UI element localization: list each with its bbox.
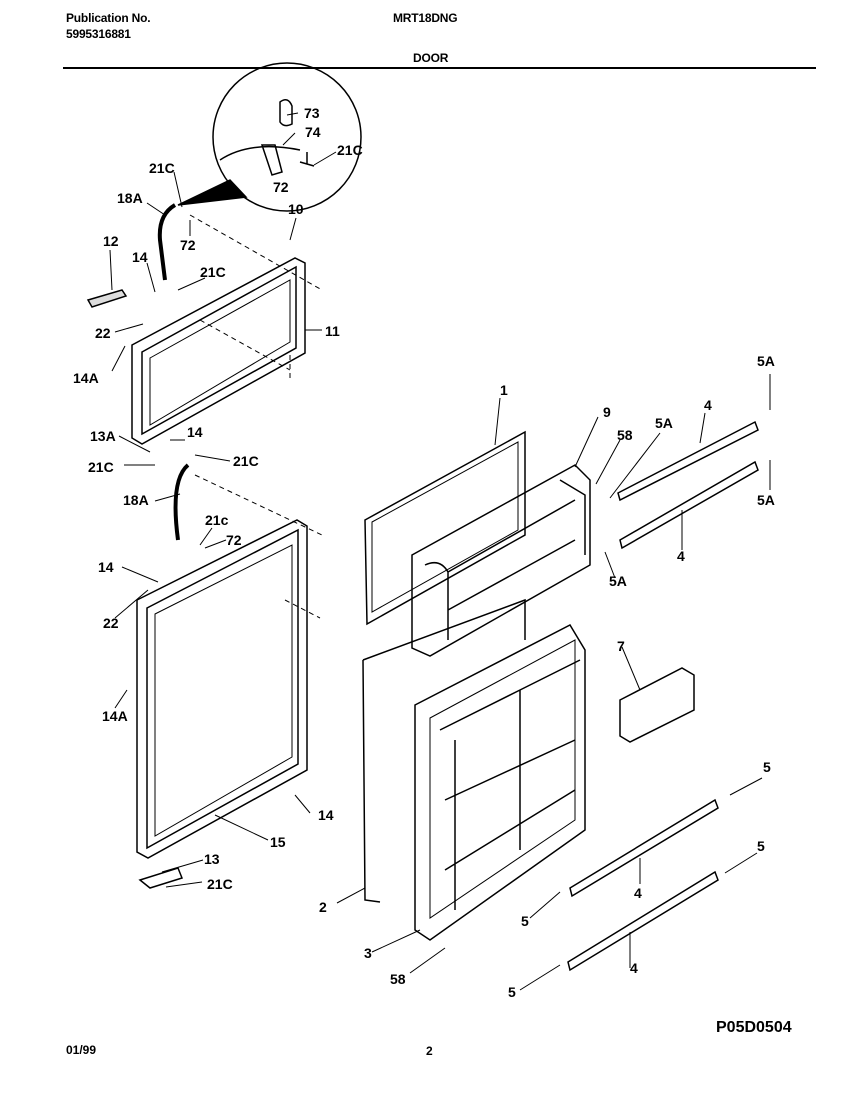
callout-10: 10 [288, 201, 304, 217]
callout-72-upper: 72 [180, 237, 196, 253]
callout-5-c: 5 [521, 913, 529, 929]
callout-58-lower: 58 [390, 971, 406, 987]
callout-72-detail: 72 [273, 179, 289, 195]
footer-page-number: 2 [426, 1044, 433, 1058]
callout-14-upper: 14 [132, 249, 148, 265]
callout-2: 2 [319, 899, 327, 915]
fresh-food-door-assembly [362, 598, 586, 941]
callout-21C-mid: 21C [200, 264, 226, 280]
callout-7: 7 [617, 638, 625, 654]
callout-13: 13 [204, 851, 220, 867]
diagram-artwork [86, 62, 759, 972]
callout-21C-detail: 21C [337, 142, 363, 158]
callout-58-upper: 58 [617, 427, 633, 443]
fresh-food-door-frame [136, 519, 308, 859]
publication-number: 5995316881 [66, 27, 131, 41]
freezer-door-frame [131, 257, 306, 445]
callout-3: 3 [364, 945, 372, 961]
callout-21C-upper: 21C [149, 160, 175, 176]
footer-date: 01/99 [66, 1043, 97, 1057]
header-rule [63, 67, 816, 69]
callout-5-b: 5 [757, 838, 765, 854]
callout-5A-b: 5A [757, 353, 775, 369]
callout-5-d: 5 [508, 984, 516, 1000]
callout-18A-upper: 18A [117, 190, 143, 206]
callout-74: 74 [305, 124, 321, 140]
callout-4-d: 4 [630, 960, 638, 976]
callout-13A: 13A [90, 428, 116, 444]
callout-labels: 73 74 21C 72 21C 18A 72 10 12 14 21C 11 … [73, 105, 775, 1000]
callout-21C-bottom: 21C [207, 876, 233, 892]
callout-5A-c: 5A [757, 492, 775, 508]
callout-22-upper: 22 [95, 325, 111, 341]
callout-14-lower: 14 [98, 559, 114, 575]
model-number: MRT18DNG [393, 11, 458, 25]
callout-5A-a: 5A [655, 415, 673, 431]
callout-4-b: 4 [677, 548, 685, 564]
callout-12: 12 [103, 233, 119, 249]
callout-1: 1 [500, 382, 508, 398]
callout-22-lower: 22 [103, 615, 119, 631]
callout-5A-d: 5A [609, 573, 627, 589]
callout-11: 11 [325, 323, 340, 339]
callout-72-lower: 72 [226, 532, 242, 548]
detail-magnifier [212, 62, 362, 212]
hinge-detail-parts [219, 99, 315, 176]
callout-73: 73 [304, 105, 320, 121]
callout-21C-left: 21C [88, 459, 114, 475]
callout-9: 9 [603, 404, 611, 420]
callout-4-a: 4 [704, 397, 712, 413]
callout-14-mid: 14 [187, 424, 203, 440]
callout-4-c: 4 [634, 885, 642, 901]
diagram-code: P05D0504 [716, 1019, 792, 1036]
detail-pointer [177, 179, 248, 206]
section-title: DOOR [413, 51, 449, 65]
callout-14A-upper: 14A [73, 370, 99, 386]
callout-18A-lower: 18A [123, 492, 149, 508]
publication-label: Publication No. [66, 11, 151, 25]
freezer-door-assembly [364, 430, 591, 657]
leader-lines [109, 112, 771, 991]
callout-14-bottom: 14 [318, 807, 334, 823]
callout-15: 15 [270, 834, 286, 850]
callout-14A-lower: 14A [102, 708, 128, 724]
callout-21C-right: 21C [233, 453, 259, 469]
callout-5-a: 5 [763, 759, 771, 775]
callout-21c-lower: 21c [205, 512, 229, 528]
